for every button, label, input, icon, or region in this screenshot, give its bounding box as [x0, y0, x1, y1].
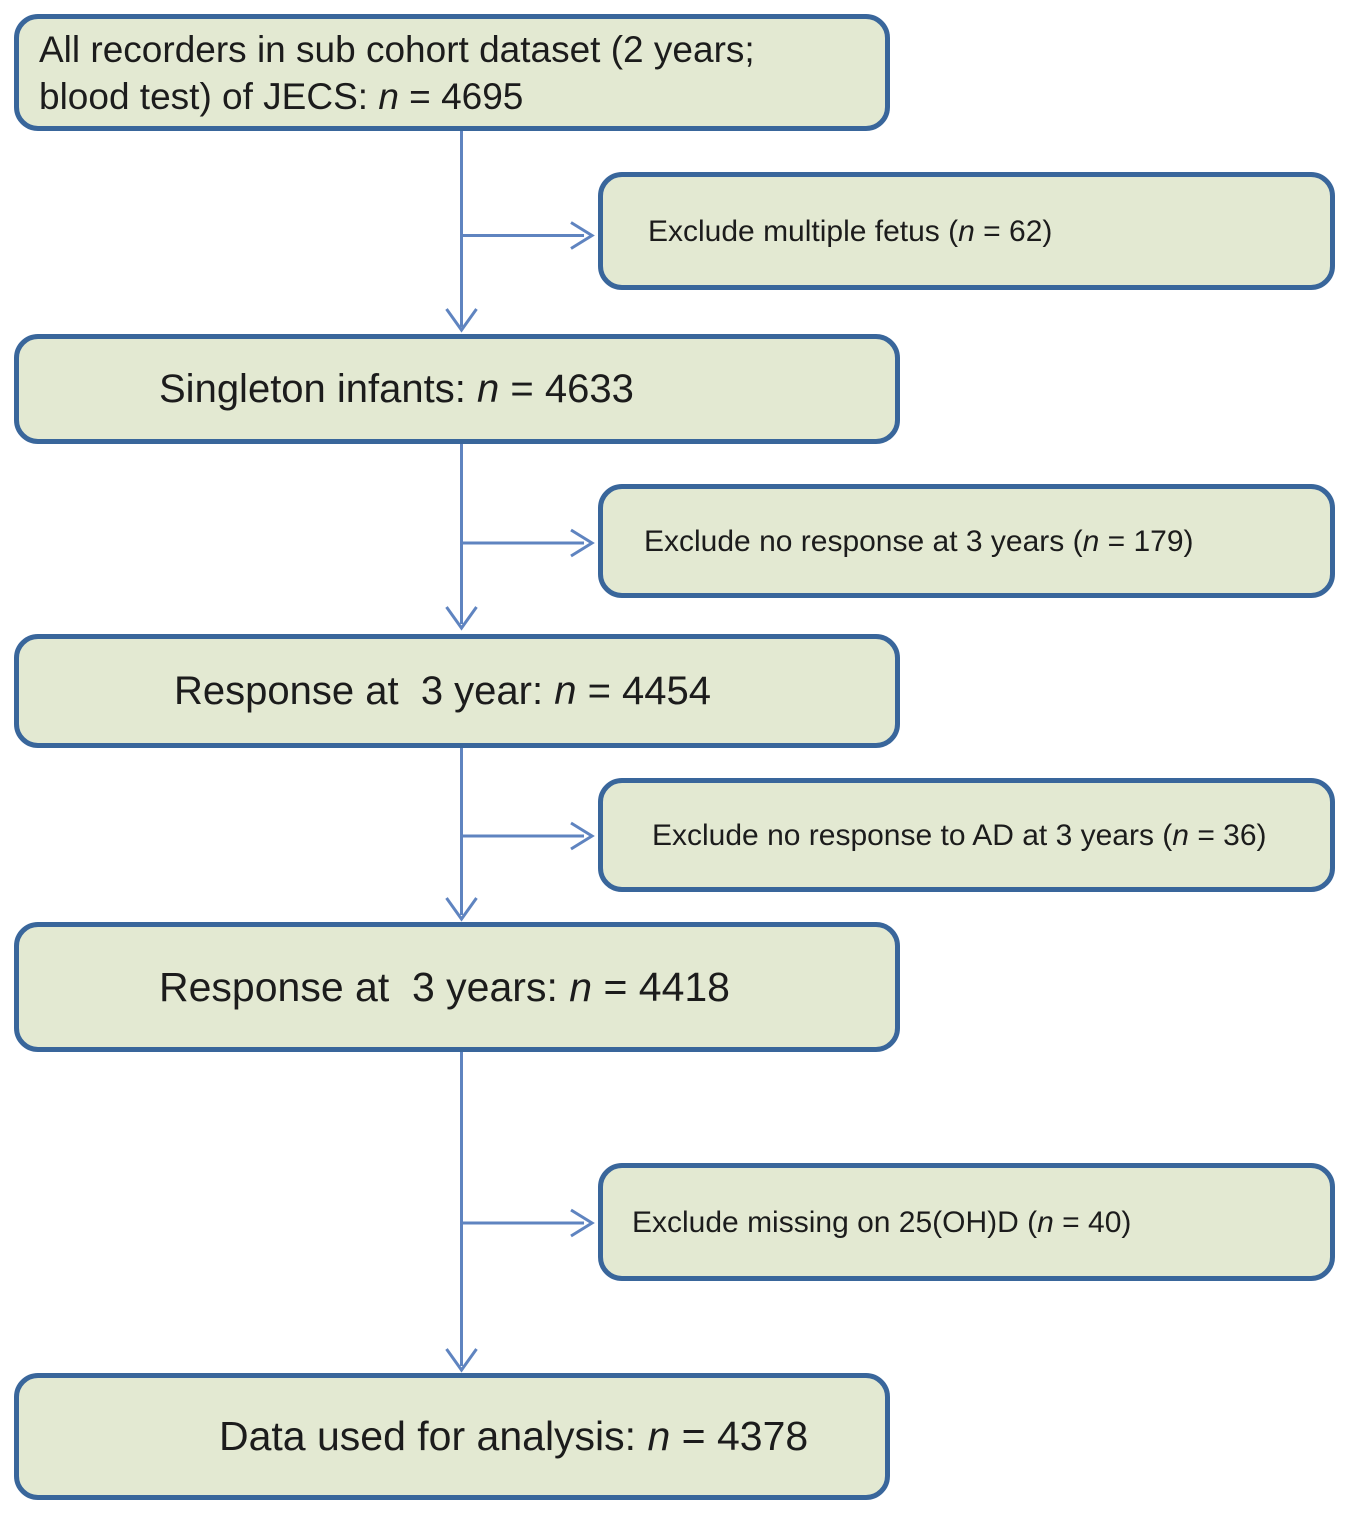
box-exclude-no-response-3-years: Exclude no response at 3 years (n = 179)	[598, 484, 1335, 598]
box-response-3-years-label: Response at 3 years: n = 4418	[19, 963, 730, 1012]
label-text: All recorders in sub cohort dataset (2 y…	[39, 28, 755, 117]
box-exclude-no-response-ad: Exclude no response to AD at 3 years (n …	[598, 778, 1335, 892]
n-symbol: n	[378, 75, 399, 117]
label-text: Exclude multiple fetus (	[648, 214, 959, 248]
box-exclude-no-response-3-years-label: Exclude no response at 3 years (n = 179)	[603, 523, 1194, 560]
n-symbol: n	[1037, 1205, 1054, 1239]
n-symbol: n	[647, 1413, 671, 1459]
label-value: = 179)	[1099, 524, 1194, 558]
box-all-recorders: All recorders in sub cohort dataset (2 y…	[14, 14, 890, 131]
label-text: Exclude missing on 25(OH)D (	[632, 1205, 1038, 1239]
down-arrowhead-icon	[445, 897, 478, 922]
box-exclude-missing-25ohd: Exclude missing on 25(OH)D (n = 40)	[598, 1163, 1335, 1281]
label-value: = 4695	[398, 75, 524, 117]
box-exclude-multiple-fetus-label: Exclude multiple fetus (n = 62)	[603, 213, 1052, 250]
label-text: Data used for analysis:	[219, 1413, 648, 1459]
label-value: = 4418	[592, 963, 730, 1010]
label-text: Singleton infants:	[159, 367, 477, 411]
down-arrowhead-icon	[445, 308, 478, 333]
box-singleton-infants-label: Singleton infants: n = 4633	[19, 365, 634, 413]
label-value: = 62)	[974, 214, 1053, 248]
n-symbol: n	[958, 214, 975, 248]
box-exclude-no-response-ad-label: Exclude no response to AD at 3 years (n …	[603, 817, 1267, 854]
box-data-used-for-analysis: Data used for analysis: n = 4378	[14, 1373, 890, 1500]
right-arrowhead-icon	[570, 821, 595, 851]
box-all-recorders-label: All recorders in sub cohort dataset (2 y…	[19, 26, 755, 120]
label-value: = 4454	[576, 669, 712, 713]
right-arrowhead-icon	[570, 1208, 595, 1238]
box-response-3-year: Response at 3 year: n = 4454	[14, 634, 900, 748]
box-response-3-years: Response at 3 years: n = 4418	[14, 922, 900, 1052]
box-exclude-missing-25ohd-label: Exclude missing on 25(OH)D (n = 40)	[603, 1204, 1131, 1241]
box-data-used-for-analysis-label: Data used for analysis: n = 4378	[19, 1412, 808, 1461]
right-arrowhead-icon	[570, 528, 595, 558]
n-symbol: n	[569, 963, 593, 1010]
box-response-3-year-label: Response at 3 year: n = 4454	[19, 667, 711, 715]
label-value: = 4633	[499, 367, 634, 411]
box-singleton-infants: Singleton infants: n = 4633	[14, 334, 900, 444]
label-value: = 4378	[670, 1413, 809, 1459]
down-arrowhead-icon	[445, 1348, 478, 1373]
label-text: Exclude no response to AD at 3 years (	[652, 818, 1173, 852]
box-exclude-multiple-fetus: Exclude multiple fetus (n = 62)	[598, 172, 1335, 290]
right-arrowhead-icon	[570, 221, 595, 250]
label-value: = 36)	[1188, 818, 1267, 852]
down-arrowhead-icon	[445, 606, 478, 631]
label-text: Response at 3 year:	[174, 669, 555, 713]
n-symbol: n	[1172, 818, 1189, 852]
n-symbol: n	[477, 367, 500, 411]
label-text: Response at 3 years:	[159, 963, 570, 1010]
label-value: = 40)	[1053, 1205, 1132, 1239]
n-symbol: n	[1082, 524, 1100, 558]
label-text: Exclude no response at 3 years (	[644, 524, 1083, 558]
n-symbol: n	[554, 669, 577, 713]
